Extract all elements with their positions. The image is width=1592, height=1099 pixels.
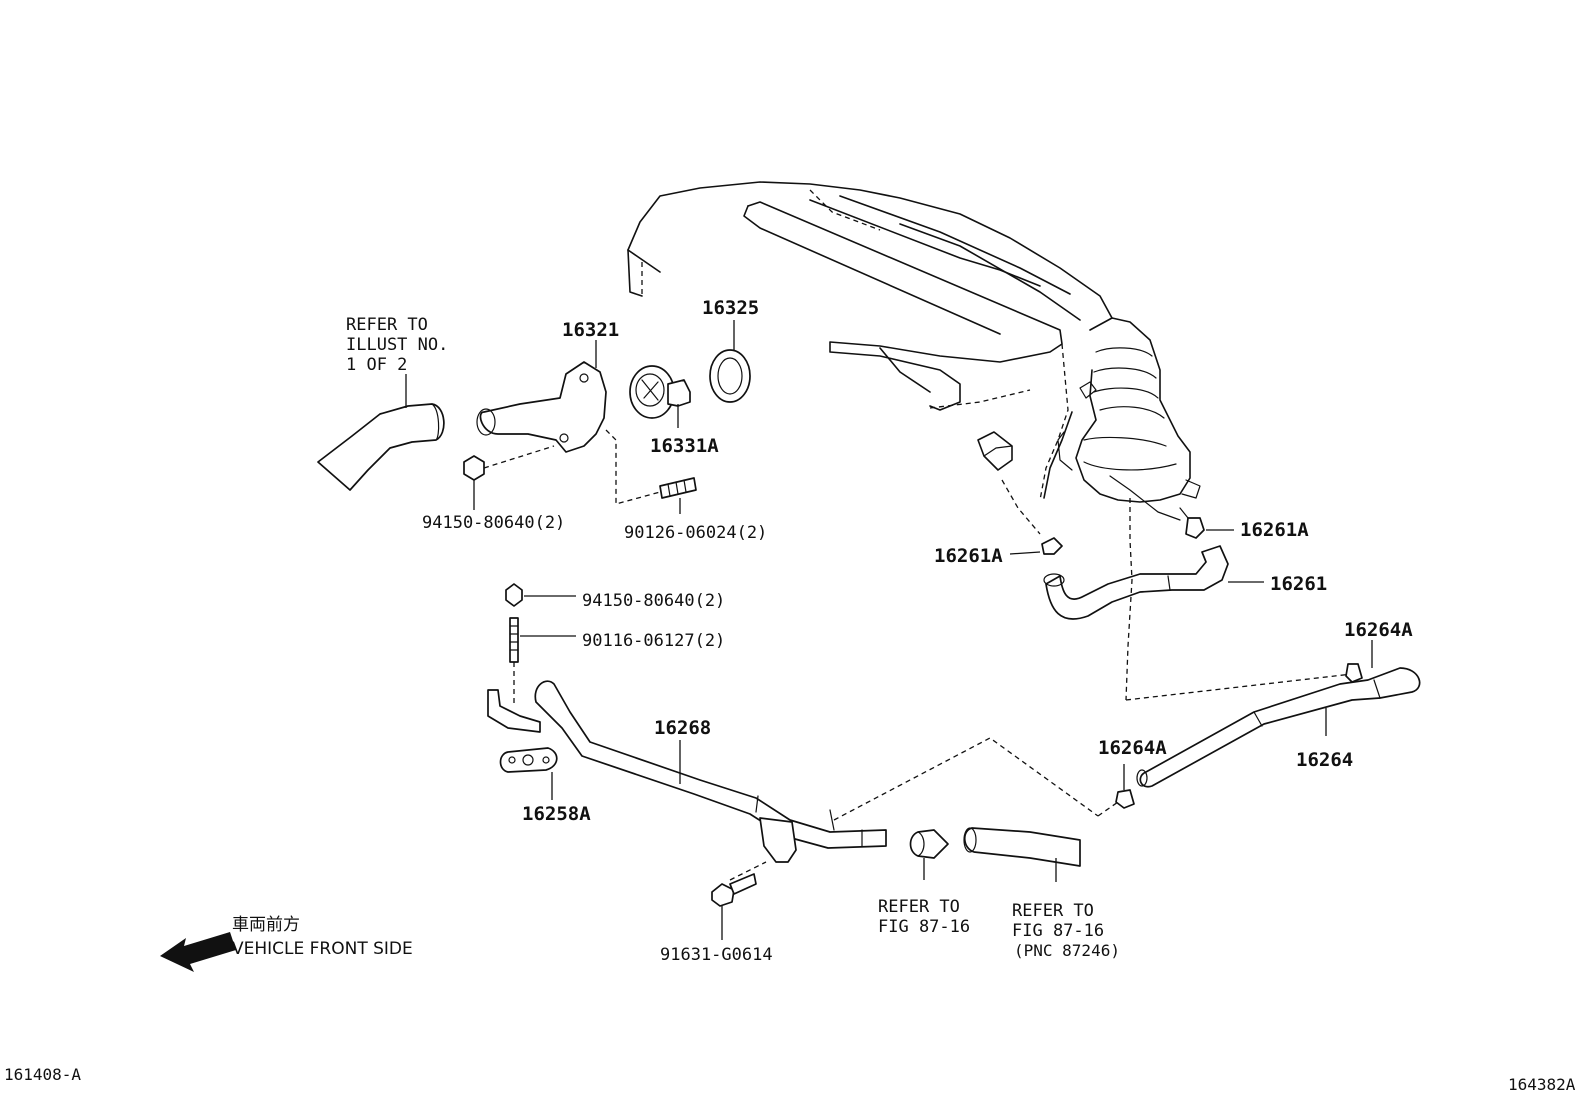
leader-lines [405, 320, 1373, 940]
upper-hose-and-outlet [317, 361, 697, 505]
callout-16321: 16321 [562, 319, 619, 341]
callout-90116: 90116-06127(2) [582, 631, 725, 651]
callout-16261a-left: 16261A [934, 545, 1003, 567]
arrow-left-icon [160, 932, 236, 972]
bottom-hoses [909, 827, 1081, 867]
labels: REFER TO ILLUST NO. 1 OF 2 16321 16325 1… [4, 297, 1576, 1094]
footer-left-code: 161408-A [4, 1065, 81, 1084]
callout-16331a: 16331A [650, 435, 719, 457]
refer-illust-line2: ILLUST NO. [346, 335, 448, 355]
callout-16264a-top: 16264A [1344, 619, 1413, 641]
hose-16264 [1097, 663, 1421, 817]
callout-16261: 16261 [1270, 573, 1327, 595]
refer-fig-left-line1: REFER TO [878, 897, 960, 917]
refer-fig-left-line2: FIG 87-16 [878, 917, 970, 937]
thermostat [629, 365, 691, 419]
refer-fig-right-line2: FIG 87-16 [1012, 921, 1104, 941]
callout-16264: 16264 [1296, 749, 1353, 771]
callout-16264a-mid: 16264A [1098, 737, 1167, 759]
callout-16258a: 16258A [522, 803, 591, 825]
callout-16325: 16325 [702, 297, 759, 319]
callout-94150-mid: 94150-80640(2) [582, 591, 725, 611]
callout-16268: 16268 [654, 717, 711, 739]
callout-91631: 91631-G0614 [660, 945, 773, 965]
callout-16261a-right: 16261A [1240, 519, 1309, 541]
hose-16261 [1001, 479, 1229, 701]
callout-94150-top: 94150-80640(2) [422, 513, 565, 533]
refer-illust-line3: 1 OF 2 [346, 355, 407, 375]
direction-jp: 車両前方 [232, 915, 300, 935]
direction-en: VEHICLE FRONT SIDE [232, 939, 413, 959]
footer-right-code: 164382A [1508, 1075, 1576, 1094]
engine-outline [627, 181, 1201, 521]
bypass-pipe-16268 [487, 583, 1099, 907]
refer-fig-right-line1: REFER TO [1012, 901, 1094, 921]
refer-fig-right-line3: (PNC 87246) [1014, 941, 1120, 960]
refer-illust-line1: REFER TO [346, 315, 428, 335]
callout-90126: 90126-06024(2) [624, 523, 767, 543]
gasket-16325 [709, 349, 751, 403]
